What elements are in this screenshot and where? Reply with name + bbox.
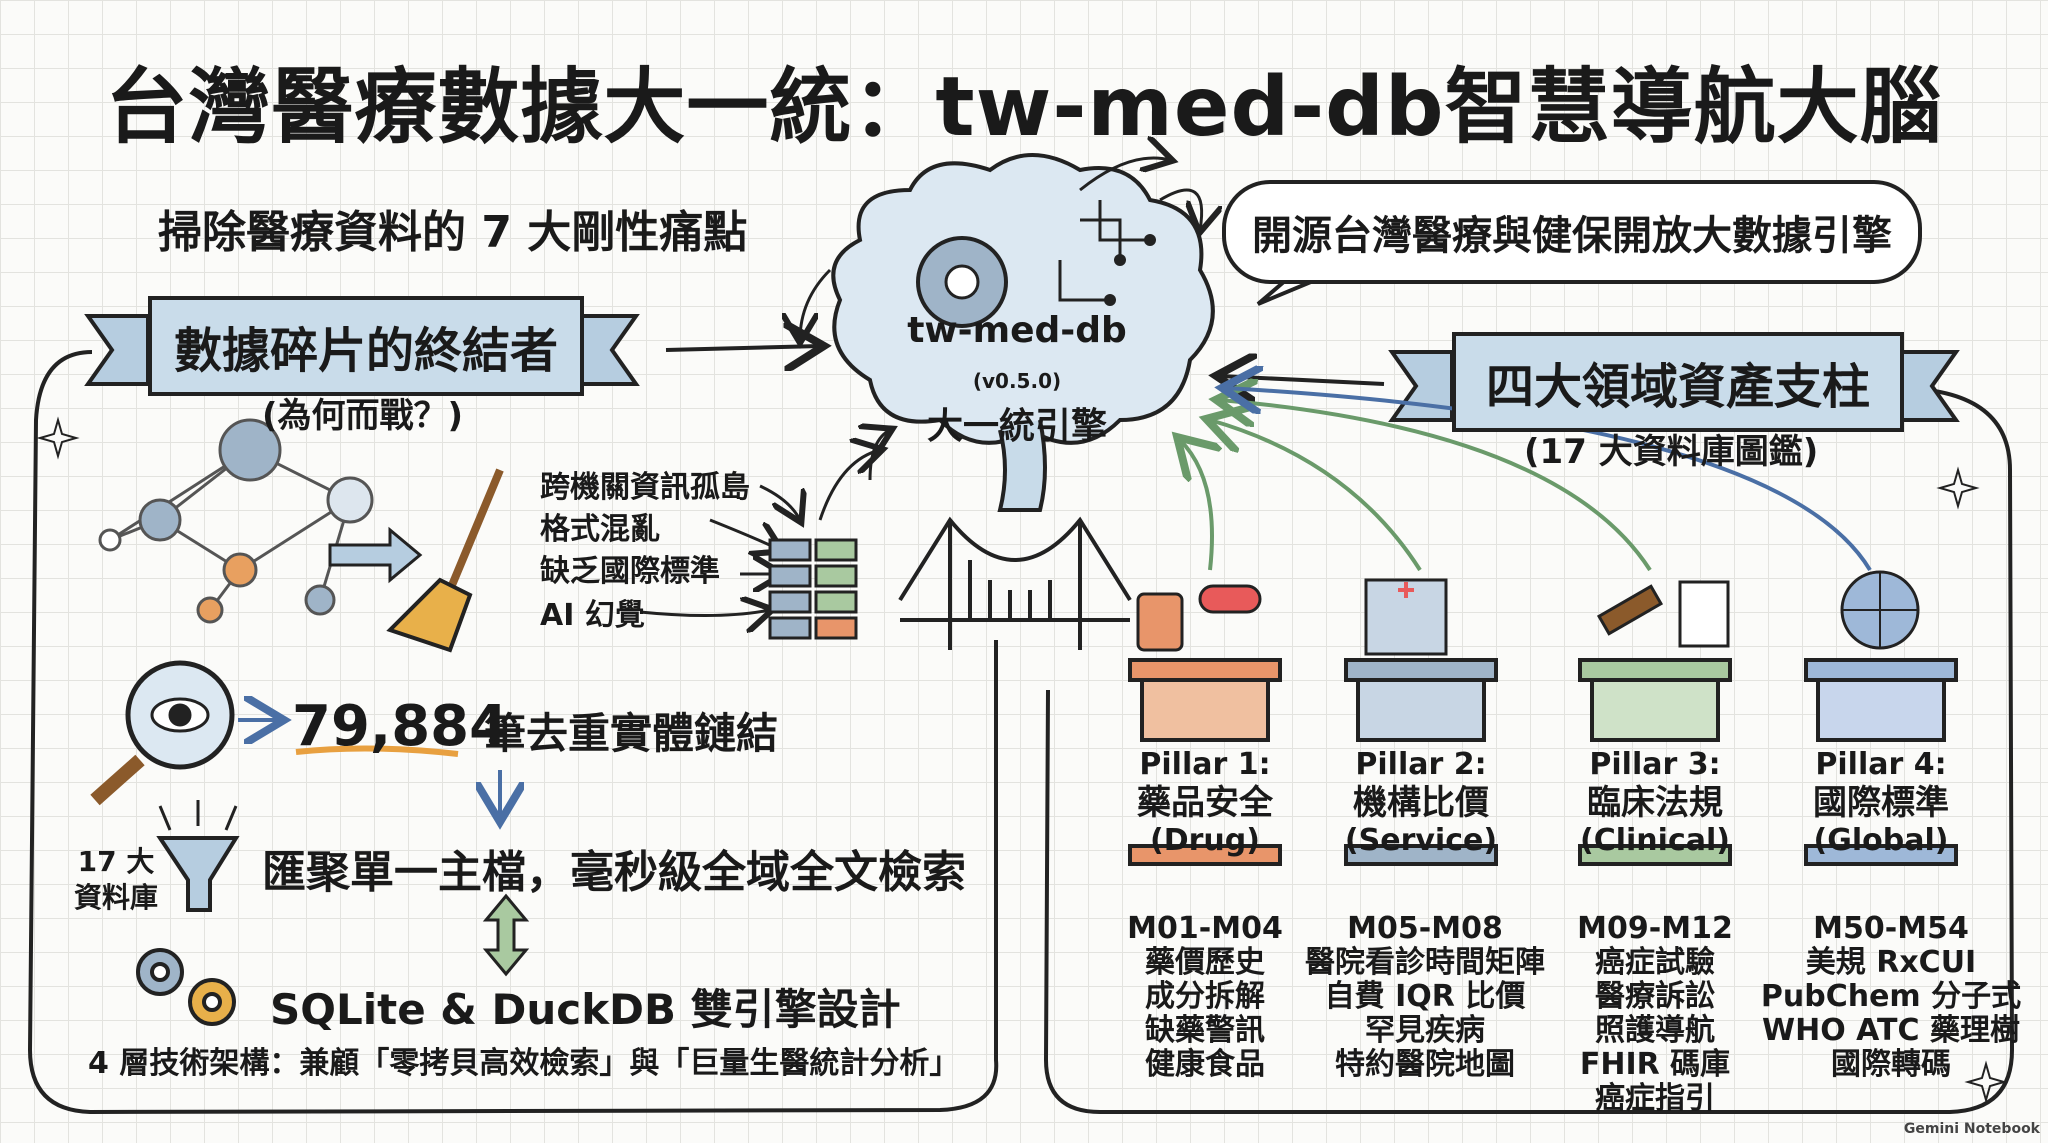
pillar-item: 醫院看診時間矩陣 [1305, 945, 1545, 980]
pillar-en: (Service) [1344, 823, 1498, 858]
network-graph-icon [98, 418, 374, 624]
engine-label: SQLite & DuckDB 雙引擎設計 [270, 985, 901, 1034]
issue-item: 格式混亂 [540, 512, 660, 547]
entity-label: 筆去重實體鏈結 [484, 709, 779, 758]
magnifier-icon [90, 660, 235, 806]
pillar-3-list: M09-M12 癌症試驗 醫療訴訟 照護導航 FHIR 碼庫 癌症指引 [1535, 912, 1775, 1116]
watermark: Gemini Notebook [1903, 1121, 2040, 1137]
right-ribbon: 四大領域資產支柱 [1452, 332, 1904, 432]
bridge-icon [898, 516, 1132, 650]
pillar-label: Pillar 2: [1355, 747, 1487, 782]
pillar-item: 成分拆解 [1145, 979, 1265, 1014]
pillar-en: (Drug) [1150, 823, 1260, 858]
db-count-label: 17 大 資料庫 [74, 844, 158, 916]
pillar-columns [1128, 570, 1958, 866]
pillar-label: Pillar 4: [1815, 747, 1947, 782]
issue-item: 缺乏國際標準 [540, 554, 720, 589]
broom-icon [386, 468, 504, 653]
pillar-item: 健康食品 [1145, 1047, 1265, 1082]
pillar-item: FHIR 碼庫 [1579, 1047, 1731, 1082]
pillar-name: 機構比價 [1353, 783, 1489, 823]
brain-icon [831, 153, 1215, 512]
speech-bubble: 開源台灣醫療與健保開放大數據引擎 [1222, 180, 1922, 284]
gears-icon [136, 948, 236, 1026]
ribbon-right-tail [1388, 350, 1454, 422]
pillar-3-title: Pillar 3: 臨床法規 (Clinical) [1545, 748, 1765, 858]
pillar-4-title: Pillar 4: 國際標準 (Global) [1771, 748, 1991, 858]
issue-item: 跨機關資訊孤島 [540, 470, 750, 505]
pillar-code: M50-M54 [1813, 911, 1969, 946]
db-count-line-1: 17 大 [77, 845, 155, 878]
pillar-2-title: Pillar 2: 機構比價 (Service) [1311, 748, 1531, 858]
left-heading: 掃除醫療資料的 7 大剛性痛點 [158, 207, 748, 258]
pillar-item: PubChem 分子式 [1760, 979, 2022, 1014]
left-ribbon: 數據碎片的終結者 [148, 296, 584, 396]
pillar-1-title: Pillar 1: 藥品安全 (Drug) [1095, 748, 1315, 858]
pillar-1-list: M01-M04 藥價歷史 成分拆解 缺藥警訊 健康食品 [1085, 912, 1325, 1082]
entity-count: 79,884 [292, 694, 509, 759]
brain-version: (v0.5.0) [972, 369, 1062, 393]
brain-caption: 大一統引擎 [926, 406, 1107, 447]
ribbon-left-tail [84, 314, 150, 386]
pillar-4-list: M50-M54 美規 RxCUI PubChem 分子式 WHO ATC 藥理樹… [1760, 912, 2022, 1082]
pillar-label: Pillar 3: [1589, 747, 1721, 782]
pillar-item: 美規 RxCUI [1805, 945, 1977, 980]
pillar-name: 臨床法規 [1587, 783, 1723, 823]
pillar-en: (Clinical) [1580, 823, 1730, 858]
pillar-name: 藥品安全 [1137, 783, 1273, 823]
ribbon-right-tail-r [1894, 350, 1960, 422]
arrow-to-broom [328, 526, 423, 584]
unify-label: 匯聚單一主檔，毫秒級全域全文檢索 [262, 847, 966, 898]
pillar-en: (Global) [1813, 823, 1949, 858]
structured-table-icon [768, 538, 858, 640]
pillar-item: 特約醫院地圖 [1335, 1047, 1515, 1082]
right-ribbon-sub: (17 大資料庫圖鑑) [1524, 432, 1819, 472]
pillar-item: 照護導航 [1595, 1013, 1715, 1048]
pillar-item: 缺藥警訊 [1145, 1013, 1265, 1048]
left-panel-border [27, 350, 999, 1115]
left-ribbon-sub: (為何而戰？) [262, 396, 464, 436]
pillar-item: 國際轉碼 [1831, 1047, 1951, 1082]
pillar-code: M09-M12 [1577, 911, 1733, 946]
ribbon-left-tail-r [574, 314, 640, 386]
funnel-icon [156, 800, 240, 912]
pillar-item: 藥價歷史 [1145, 945, 1265, 980]
pillar-item: 癌症指引 [1595, 1081, 1715, 1116]
pillar-label: Pillar 1: [1139, 747, 1271, 782]
pillar-code: M05-M08 [1347, 911, 1503, 946]
pillar-item: WHO ATC 藥理樹 [1762, 1013, 2020, 1048]
pillar-name: 國際標準 [1813, 783, 1949, 823]
pillar-2-list: M05-M08 醫院看診時間矩陣 自費 IQR 比價 罕見疾病 特約醫院地圖 [1300, 912, 1550, 1082]
pillar-code: M01-M04 [1127, 911, 1283, 946]
brain-label: tw-med-db (v0.5.0) 大一統引擎 [862, 308, 1172, 450]
number-underline [295, 745, 459, 757]
architecture-label: 4 層技術架構：兼顧「零拷貝高效檢索」與「巨量生醫統計分析」 [88, 1046, 960, 1081]
page-title: 台灣醫療數據大一統：tw-med-db智慧導航大腦 [105, 60, 1943, 155]
right-panel-border [1043, 386, 2015, 1114]
pillar-item: 自費 IQR 比價 [1324, 979, 1526, 1014]
brain-name: tw-med-db [907, 310, 1127, 351]
issue-item: AI 幻覺 [540, 598, 645, 633]
pillar-item: 癌症試驗 [1595, 945, 1715, 980]
pillar-item: 罕見疾病 [1365, 1013, 1485, 1048]
double-arrow-icon [482, 893, 530, 977]
db-count-line-2: 資料庫 [74, 881, 159, 914]
pillar-item: 醫療訴訟 [1595, 979, 1715, 1014]
